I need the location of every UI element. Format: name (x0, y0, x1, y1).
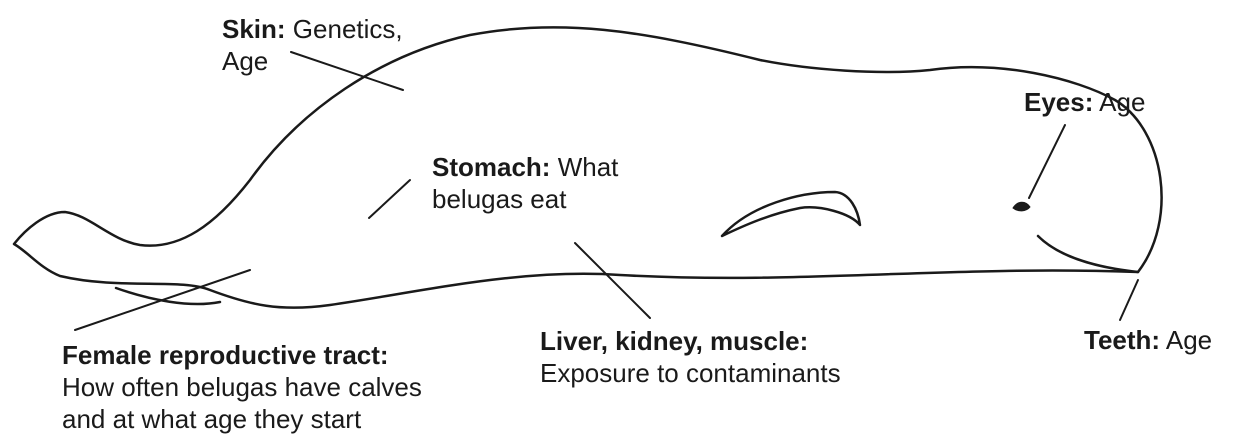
eyes-leader-line (1029, 125, 1065, 198)
reproductive-text-1: How often belugas have calves (62, 371, 422, 403)
organs-heading: Liver, kidney, muscle: (540, 326, 808, 356)
reproductive-text-2: and at what age they start (62, 403, 422, 435)
beluga-flipper (722, 192, 860, 236)
stomach-text-2: belugas eat (432, 183, 618, 215)
eyes-text: Age (1093, 87, 1145, 117)
stomach-label: Stomach: What belugas eat (432, 151, 618, 215)
reproductive-leader-line (75, 270, 250, 330)
skin-text-2: Age (222, 45, 403, 77)
reproductive-label: Female reproductive tract: How often bel… (62, 339, 422, 435)
organs-leader-line (575, 243, 650, 318)
skin-heading: Skin: (222, 14, 286, 44)
eyes-label: Eyes: Age (1024, 86, 1145, 118)
beluga-mouth (1038, 236, 1138, 272)
stomach-leader-line (369, 180, 410, 218)
stomach-text-1: What (550, 152, 618, 182)
organs-text: Exposure to contaminants (540, 357, 841, 389)
eyes-heading: Eyes: (1024, 87, 1093, 117)
teeth-leader-line (1120, 280, 1138, 320)
skin-label: Skin: Genetics, Age (222, 13, 403, 77)
reproductive-heading: Female reproductive tract: (62, 340, 389, 370)
teeth-heading: Teeth: (1084, 325, 1160, 355)
teeth-label: Teeth: Age (1084, 324, 1212, 356)
beluga-eye (1013, 202, 1030, 211)
skin-text-1: Genetics, (286, 14, 403, 44)
teeth-text: Age (1160, 325, 1212, 355)
beluga-belly-line (116, 288, 220, 304)
organs-label: Liver, kidney, muscle: Exposure to conta… (540, 325, 841, 389)
stomach-heading: Stomach: (432, 152, 550, 182)
